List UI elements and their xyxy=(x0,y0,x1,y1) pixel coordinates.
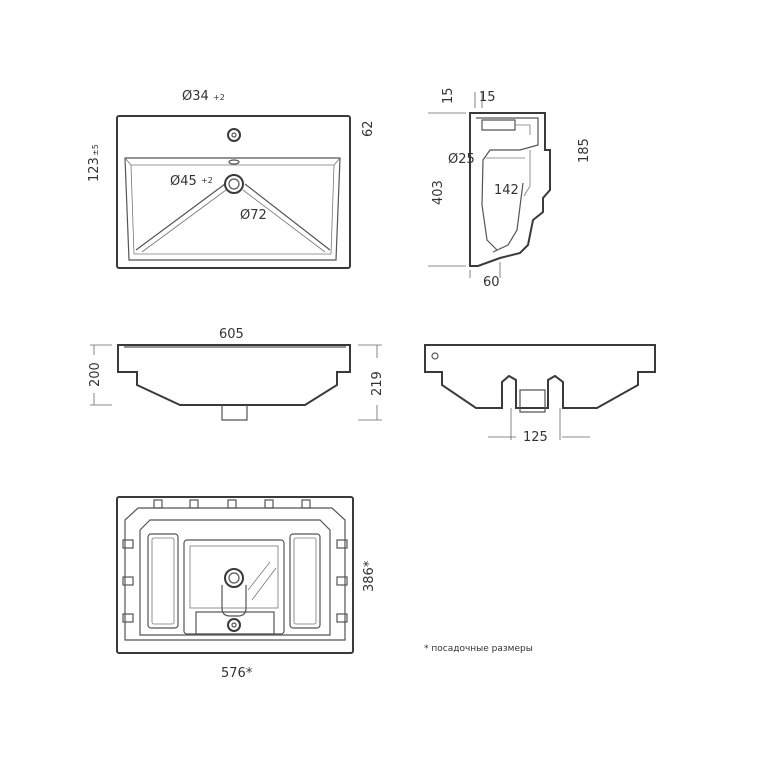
drain-width-dim: 125 xyxy=(523,430,548,445)
height-left-dim: 200 xyxy=(88,362,103,387)
bottom-view: 386* 576* xyxy=(116,496,377,681)
tap-hole-dim: Ø34 xyxy=(182,89,209,104)
base-width-dim: 60 xyxy=(483,275,500,290)
front-view: 605 200 219 xyxy=(88,327,385,421)
drain-hole-icon xyxy=(224,174,244,194)
tap-hole-icon xyxy=(227,128,241,142)
drain-hole-dim: Ø45 xyxy=(170,174,197,189)
drain-hole-tol: +2 xyxy=(201,176,213,185)
drain-height-dim: 185 xyxy=(577,138,592,163)
footnote: * посадочные размеры xyxy=(424,644,533,654)
mount-width-dim: 576* xyxy=(221,666,253,681)
total-height-dim: 403 xyxy=(431,180,446,205)
mount-clips-side xyxy=(122,539,348,623)
rim-offset-dim: 15 xyxy=(441,87,456,104)
tap-offset-dim: 123 xyxy=(87,157,102,182)
overflow-dim: Ø25 xyxy=(448,152,475,167)
basin-depth-dim: 142 xyxy=(494,183,519,198)
bottom-tap-icon xyxy=(227,618,241,632)
tap-hole-tol: +2 xyxy=(213,93,225,102)
bottom-drain-icon xyxy=(224,568,244,588)
width-dim: 605 xyxy=(219,327,244,342)
section-view: 125 xyxy=(424,344,656,445)
mount-depth-dim: 386* xyxy=(362,560,377,592)
drain-outer-dim: Ø72 xyxy=(240,208,267,223)
tap-offset-tol: ±5 xyxy=(91,144,100,156)
side-view: 15 15 Ø25 403 185 142 60 xyxy=(428,87,592,290)
mount-clips-top xyxy=(153,499,311,509)
rim-thickness-dim: 15 xyxy=(479,90,496,105)
height-right-dim: 219 xyxy=(370,371,385,396)
overflow-hole-icon xyxy=(431,352,439,360)
top-view: Ø34 +2 62 123 ±5 Ø45 +2 Ø72 xyxy=(87,89,376,269)
tap-depth-dim: 62 xyxy=(361,120,376,137)
